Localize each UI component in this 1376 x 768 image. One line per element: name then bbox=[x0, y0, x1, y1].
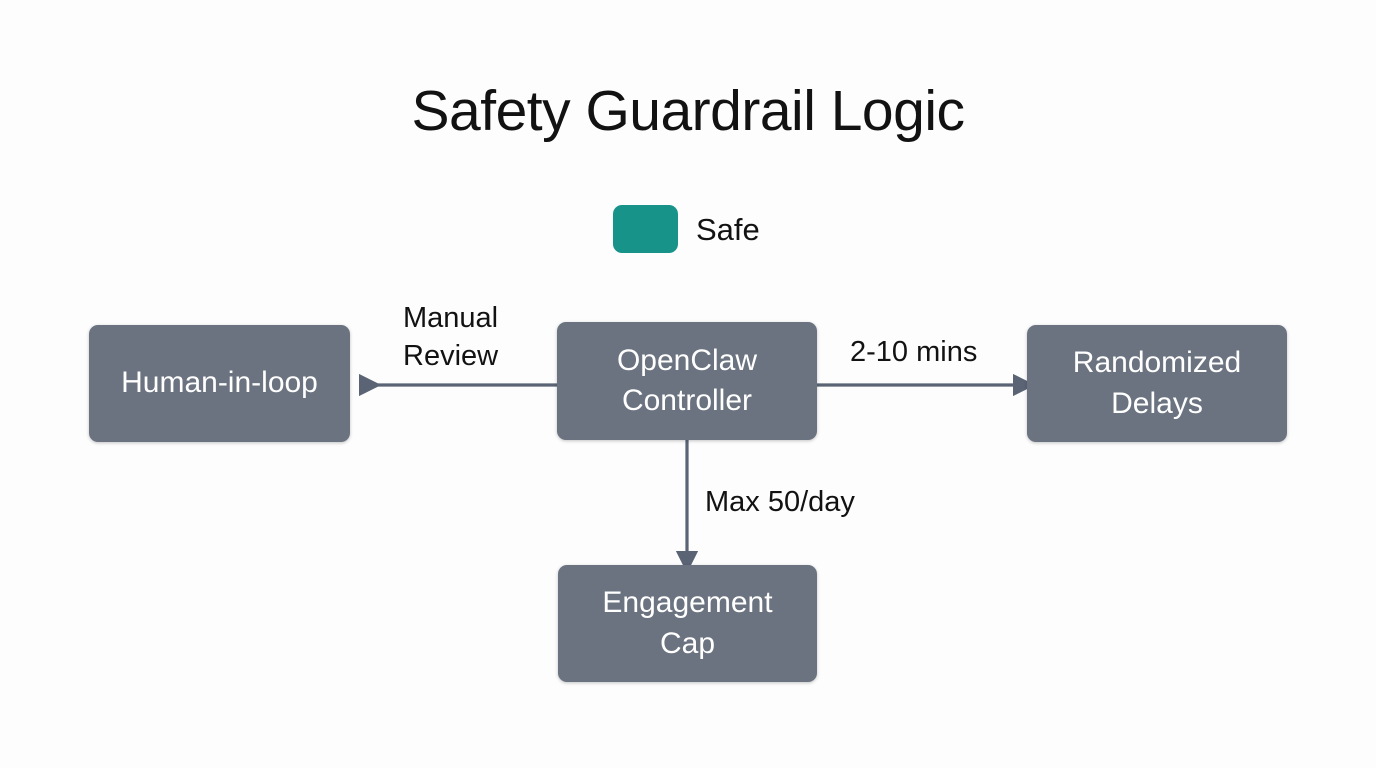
page-title: Safety Guardrail Logic bbox=[411, 79, 965, 143]
node-openclaw-controller-label: OpenClaw Controller bbox=[616, 343, 758, 417]
node-openclaw-controller[interactable]: OpenClaw Controller bbox=[557, 322, 817, 440]
legend-label-safe: Safe bbox=[696, 211, 760, 247]
node-engagement-cap-label: Engagement Cap bbox=[602, 586, 773, 660]
edge-label-max-50-per-day: Max 50/day bbox=[705, 486, 855, 518]
node-engagement-cap[interactable]: Engagement Cap bbox=[558, 565, 817, 682]
node-human-in-loop-label: Human-in-loop bbox=[121, 366, 318, 400]
legend: Safe bbox=[613, 205, 760, 253]
edge-label-2-10-mins: 2-10 mins bbox=[850, 336, 978, 368]
node-human-in-loop[interactable]: Human-in-loop bbox=[89, 325, 350, 442]
edge-label-manual-review: Manual Review bbox=[403, 302, 499, 372]
node-randomized-delays[interactable]: Randomized Delays bbox=[1027, 325, 1287, 442]
node-randomized-delays-label: Randomized Delays bbox=[1072, 346, 1242, 420]
legend-swatch-safe bbox=[613, 205, 678, 253]
